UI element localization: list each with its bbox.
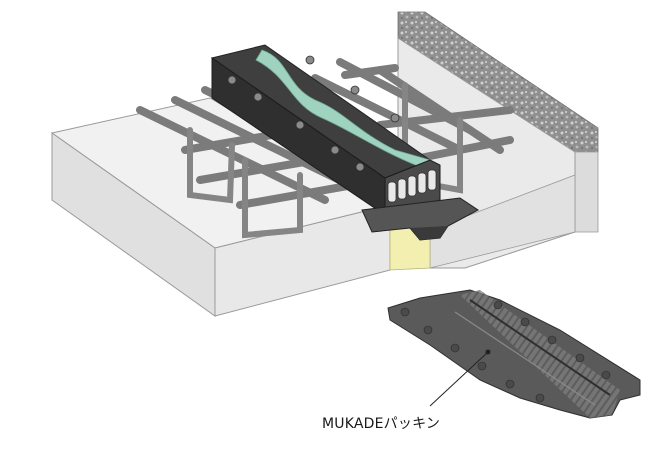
- packing-teeth: [400, 300, 611, 403]
- rebar-stirrup: [242, 157, 303, 239]
- rebar: [376, 106, 514, 129]
- expansion-joint-body: [210, 44, 441, 216]
- installed-packing: [361, 197, 479, 241]
- rebar: [341, 64, 399, 79]
- callout-leader-line: [429, 351, 489, 407]
- packing-callout-label: MUKADEパッキン: [322, 416, 441, 432]
- bolts: [227, 55, 400, 172]
- callout-anchor-dot: [485, 349, 491, 355]
- mukade-packing: [387, 289, 641, 419]
- rebar: [311, 74, 464, 154]
- hollow-cells: [387, 169, 437, 203]
- rebar-stirrup: [187, 127, 235, 204]
- rebar: [376, 66, 504, 154]
